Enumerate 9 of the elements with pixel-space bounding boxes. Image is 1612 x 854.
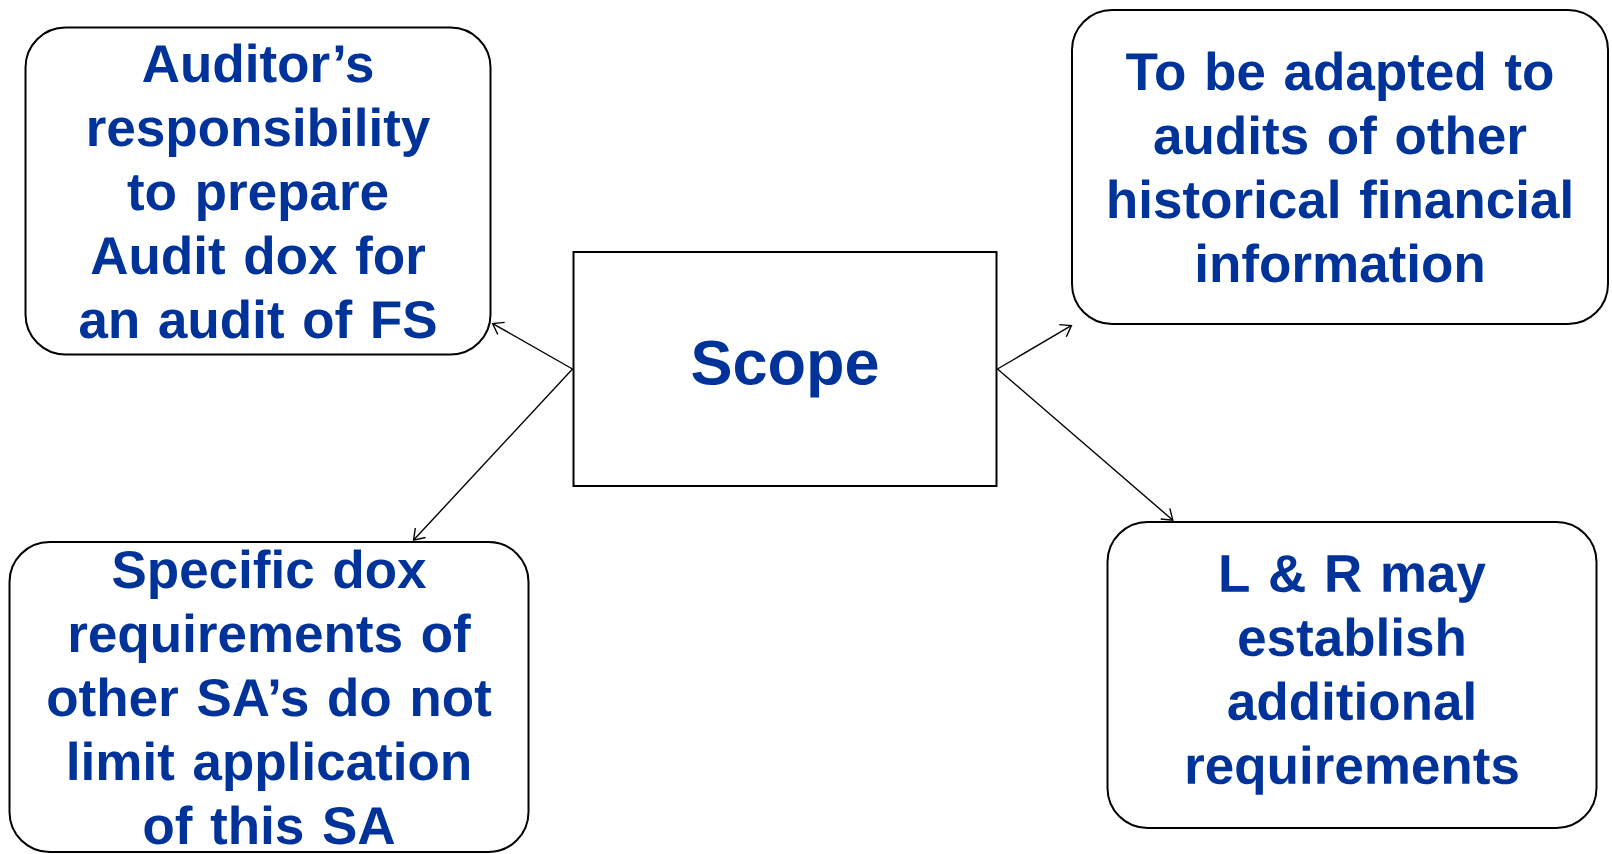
rounded-box: To be adapted to audits of other historical financial information [1071,9,1609,325]
rounded-box: Specific dox requirements of other SA’s do not limit application of this SA [8,541,530,853]
arrow [412,368,574,541]
rounded-box: Auditor’s responsibility to prepare Audit dox for an audit of FS [24,26,492,356]
rounded-box: L & R may establish additional requirements [1106,521,1598,829]
arrow [491,321,574,370]
arrow [996,323,1073,370]
arrow [996,368,1174,521]
rectangle-box: Scope [572,251,998,487]
